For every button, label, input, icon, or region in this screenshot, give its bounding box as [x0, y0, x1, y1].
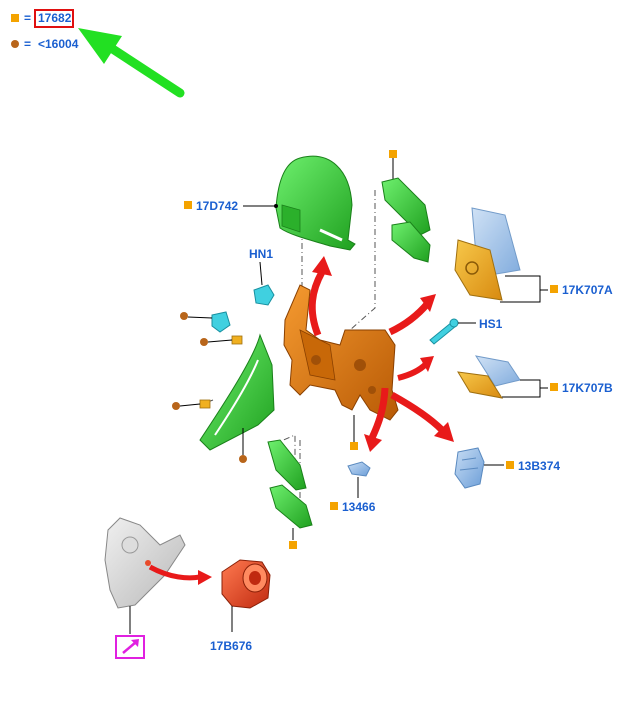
mirror-frame-part[interactable]	[283, 284, 399, 421]
lower-bracket-part[interactable]	[267, 439, 313, 529]
housing-circle-marker	[239, 455, 247, 463]
screw-lower-circle-marker	[172, 402, 180, 410]
external-link-icon[interactable]	[115, 635, 145, 659]
mirror-glass-upper-part[interactable]	[454, 207, 521, 301]
label-hs1-link[interactable]: HS1	[479, 317, 503, 331]
label-17d742-square	[184, 201, 192, 209]
label-13466-square	[330, 502, 338, 510]
explode-arrow-right-lower	[397, 361, 429, 381]
explode-arrow-down-right	[390, 391, 445, 433]
clip-part[interactable]	[211, 311, 231, 333]
mirror-cap-part[interactable]	[275, 155, 356, 251]
green-pointer-arrow-icon	[78, 28, 185, 98]
screw-part-upper[interactable]	[231, 335, 243, 345]
label-17k707a-square	[550, 285, 558, 293]
label-13466-link[interactable]: 13466	[342, 500, 376, 514]
upper-bracket-part[interactable]	[381, 177, 431, 263]
mirror-housing-part[interactable]	[199, 333, 275, 451]
legend-square-swatch	[11, 14, 19, 22]
screw-part-lower[interactable]	[199, 399, 211, 409]
mirror-glass-lower-part[interactable]	[457, 355, 521, 399]
label-hn1-link[interactable]: HN1	[249, 247, 273, 261]
label-17d742-link[interactable]: 17D742	[196, 199, 238, 213]
screw-upper-circle-marker	[200, 338, 208, 346]
label-17b676-link[interactable]: 17B676	[210, 639, 252, 653]
explode-arrow-up	[308, 270, 326, 337]
legend-circle-swatch	[11, 40, 19, 48]
lamp-cover-part[interactable]	[454, 447, 485, 489]
legend-circle-value-link[interactable]: <16004	[38, 37, 79, 51]
label-13b374-link[interactable]: 13B374	[518, 459, 560, 473]
label-17k707b-link[interactable]: 17K707B	[562, 381, 613, 395]
explode-arrow-right-upper	[388, 300, 431, 336]
label-17k707b-square	[550, 383, 558, 391]
legend-square-value-link[interactable]: 17682	[38, 11, 72, 25]
bracket-top-square	[389, 150, 397, 158]
legend-equals-1: =	[24, 11, 31, 25]
motor-part[interactable]	[221, 559, 271, 609]
bulb-part[interactable]	[347, 461, 371, 477]
legend-equals-2: =	[24, 37, 31, 51]
frame-square-marker	[350, 442, 358, 450]
label-13b374-square	[506, 461, 514, 469]
label-17k707a-link[interactable]: 17K707A	[562, 283, 613, 297]
legend-highlight-box	[34, 9, 74, 28]
explode-arrow-down	[368, 387, 389, 440]
explode-arrow-motor	[148, 564, 201, 581]
hs1-screw-part[interactable]	[429, 318, 459, 345]
hn1-nut-part[interactable]	[253, 284, 275, 306]
clip-circle-marker	[180, 312, 188, 320]
legend: = 17682 = <16004	[11, 9, 79, 51]
mounting-arm-part[interactable]	[104, 517, 186, 609]
lower-bracket-square	[289, 541, 297, 549]
